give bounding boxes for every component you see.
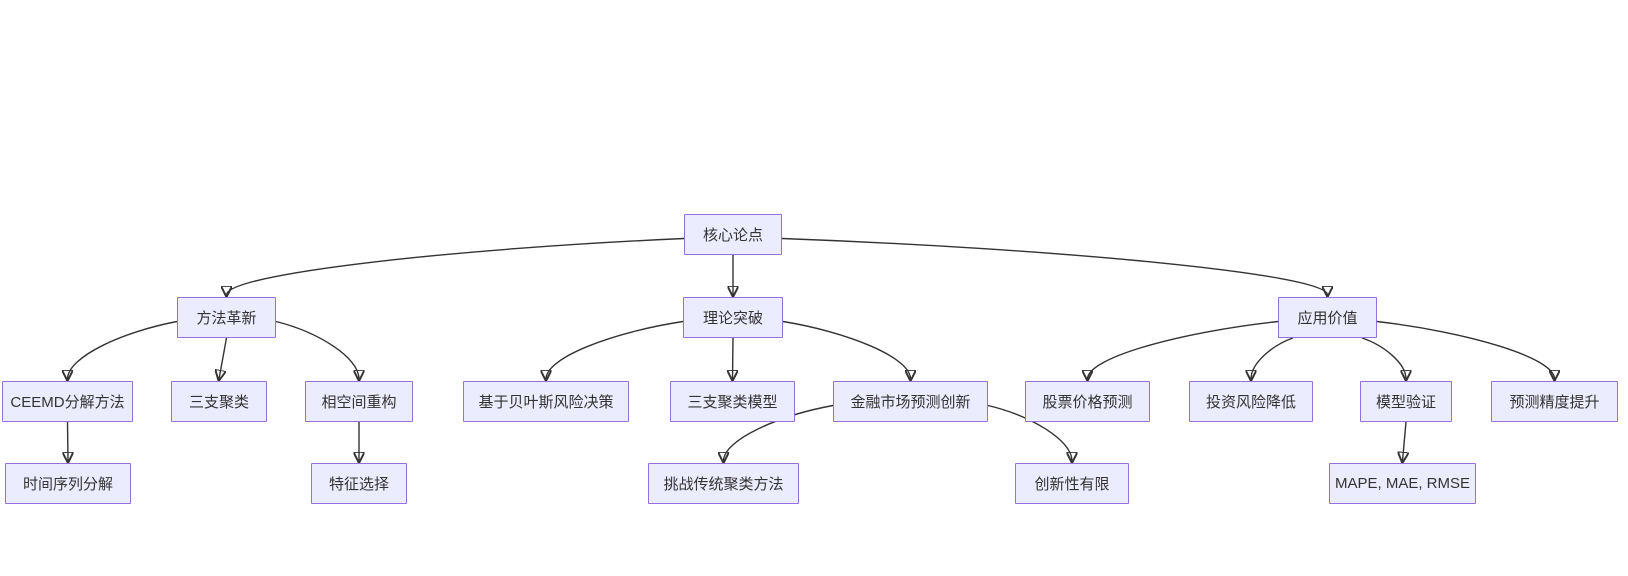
node-phase-space: 相空间重构 [305, 381, 413, 422]
edge-application-to-stock-prediction [1088, 320, 1279, 380]
edge-finance-innovation-to-challenge-cluster [724, 404, 834, 462]
edge-core-to-method [227, 237, 685, 296]
node-stock-prediction: 股票价格预测 [1025, 381, 1150, 422]
node-risk-reduction: 投资风险降低 [1189, 381, 1313, 422]
node-feature-selection: 特征选择 [311, 463, 407, 504]
node-accuracy-improve: 预测精度提升 [1491, 381, 1618, 422]
edge-core-to-application [781, 237, 1328, 296]
edge-method-to-ceemd [68, 320, 178, 380]
node-three-way-model: 三支聚类模型 [670, 381, 795, 422]
edge-application-to-model-validation [1361, 337, 1406, 379]
node-finance-innovation: 金融市场预测创新 [833, 381, 988, 422]
node-theory: 理论突破 [683, 297, 783, 338]
node-core: 核心论点 [684, 214, 782, 255]
edge-method-to-phase-space [275, 320, 359, 380]
node-three-way-clustering: 三支聚类 [171, 381, 267, 422]
edge-theory-to-three-way-model [733, 337, 734, 379]
node-ceemd: CEEMD分解方法 [2, 381, 133, 422]
node-method: 方法革新 [177, 297, 276, 338]
node-metrics: MAPE, MAE, RMSE [1329, 463, 1476, 504]
edge-finance-innovation-to-limited-innovation [987, 404, 1072, 462]
node-limited-innovation: 创新性有限 [1015, 463, 1129, 504]
node-time-series: 时间序列分解 [5, 463, 131, 504]
node-bayes-decision: 基于贝叶斯风险决策 [463, 381, 629, 422]
node-challenge-cluster: 挑战传统聚类方法 [648, 463, 799, 504]
edge-theory-to-bayes-decision [546, 320, 684, 380]
edge-theory-to-finance-innovation [782, 320, 911, 380]
node-application: 应用价值 [1278, 297, 1377, 338]
edge-model-validation-to-metrics [1403, 421, 1407, 461]
edge-application-to-accuracy-improve [1376, 320, 1555, 380]
node-model-validation: 模型验证 [1360, 381, 1452, 422]
edge-method-to-three-way-clustering [219, 337, 228, 379]
edge-ceemd-to-time-series [68, 421, 69, 461]
edge-application-to-risk-reduction [1251, 337, 1294, 379]
